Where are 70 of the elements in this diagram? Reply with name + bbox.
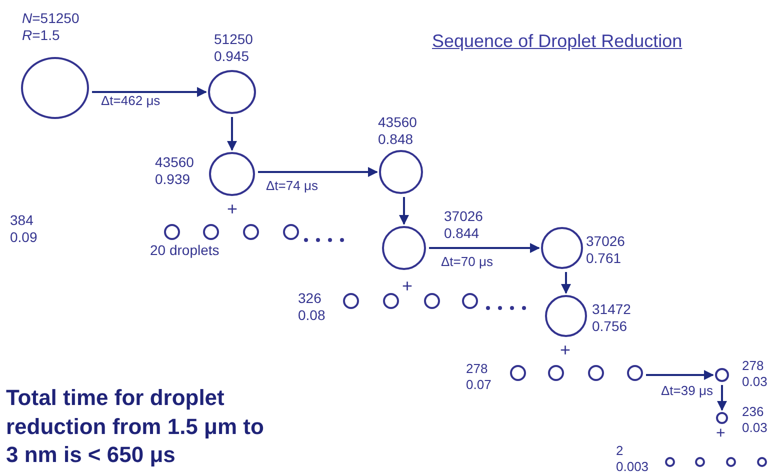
droplet-value: 326 — [298, 290, 322, 307]
droplet-value: 0.08 — [298, 306, 326, 324]
droplet-value: 43560 — [155, 154, 194, 171]
droplet-value: 0.09 — [10, 228, 38, 246]
edge-label: Δt=70 μs — [440, 254, 494, 269]
droplet-value: N=51250 — [22, 10, 80, 27]
droplet-circle — [203, 224, 219, 240]
plus-sign: + — [716, 425, 726, 443]
droplet-circle — [695, 457, 705, 467]
edge-label: Δt=74 μs — [265, 178, 319, 193]
droplet-value: 0.939 — [155, 170, 192, 188]
arrow — [717, 385, 727, 411]
arrow — [646, 370, 714, 380]
droplet-circle — [548, 365, 564, 381]
edge-label: Δt=39 μs — [660, 383, 714, 398]
droplet-value: R=1.5 — [22, 26, 61, 44]
droplet-circle — [164, 224, 180, 240]
arrow — [92, 87, 207, 97]
edge-label: Δt=462 μs — [100, 93, 162, 108]
plus-sign: + — [402, 276, 413, 297]
droplet-value: 0.844 — [444, 224, 480, 242]
droplet-value: 2 — [616, 443, 624, 459]
droplet-value: 278 — [742, 358, 765, 374]
diagram-title: Sequence of Droplet Reduction — [432, 31, 682, 52]
plus-sign: + — [227, 199, 238, 220]
caption-text: 20 droplets — [150, 242, 220, 258]
droplet-circle — [541, 227, 583, 269]
droplet-circle — [715, 368, 729, 382]
droplet-value: 0.003 — [616, 458, 649, 474]
droplet-circle — [283, 224, 299, 240]
droplet-circle — [545, 295, 587, 337]
droplet-circle — [379, 150, 423, 194]
droplet-value: 236 — [742, 404, 765, 420]
droplet-value: 31472 — [592, 301, 631, 318]
droplet-circle — [208, 70, 256, 114]
arrow — [258, 167, 378, 177]
droplet-value: 384 — [10, 212, 34, 229]
droplet-circle — [462, 293, 478, 309]
droplet-circle — [21, 57, 89, 119]
droplet-circle — [510, 365, 526, 381]
droplet-value: 0.756 — [592, 318, 628, 335]
droplet-value: 51250 — [214, 31, 253, 48]
droplet-value: 0.03 — [742, 420, 768, 436]
droplet-circle — [343, 293, 359, 309]
droplet-circle — [757, 457, 767, 467]
droplet-value: 37026 — [444, 208, 483, 225]
droplet-circle — [243, 224, 259, 240]
droplet-value: 37026 — [586, 233, 625, 250]
droplet-circle — [726, 457, 736, 467]
droplet-value: 0.761 — [586, 250, 622, 267]
droplet-circle — [382, 226, 426, 270]
arrow — [399, 197, 409, 225]
droplet-value: 0.848 — [378, 130, 414, 148]
droplet-circle — [383, 293, 399, 309]
droplet-value: 278 — [466, 361, 489, 377]
arrow — [429, 243, 540, 253]
plus-sign: + — [560, 340, 571, 361]
note-text: Total time for droplet reduction from 1.5 μm to 3 nm is < 650 μs — [6, 384, 265, 470]
droplet-value: 43560 — [378, 114, 417, 131]
arrow — [561, 272, 571, 294]
droplet-circle — [588, 365, 604, 381]
droplet-value: 0.945 — [214, 48, 250, 65]
droplet-circle — [665, 457, 675, 467]
droplet-circle — [424, 293, 440, 309]
arrow — [227, 117, 237, 151]
droplet-value: 0.07 — [466, 376, 492, 392]
droplet-circle — [209, 152, 255, 196]
droplet-circle — [716, 412, 728, 424]
droplet-value: 0.03 — [742, 374, 768, 390]
droplet-circle — [627, 365, 643, 381]
